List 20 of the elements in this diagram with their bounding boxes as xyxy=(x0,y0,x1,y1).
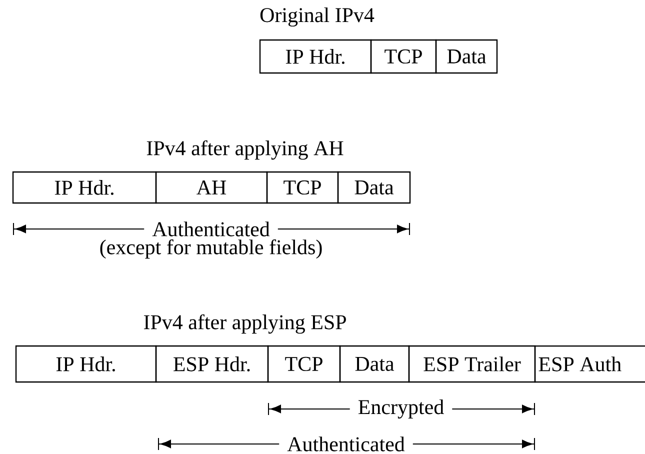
field-cell: ESP Trailer xyxy=(408,345,536,383)
span-label: Authenticated xyxy=(144,220,278,238)
field-cell: IP Hdr. xyxy=(15,345,157,383)
field-cell: IP Hdr. xyxy=(259,39,372,74)
packet-title: IPv4 after applying ESP xyxy=(144,314,346,334)
field-cell: TCP xyxy=(267,345,341,383)
span-note: (except for mutable fields) xyxy=(100,239,322,259)
field-cell: ESP Auth xyxy=(534,345,645,383)
field-cell: TCP xyxy=(266,171,339,204)
span-label: Encrypted xyxy=(350,398,452,420)
field-cell: Data xyxy=(435,39,498,74)
field-cell: Data xyxy=(339,345,410,383)
packet-title: IPv4 after applying AH xyxy=(146,140,344,160)
span-label: Authenticated xyxy=(279,436,413,452)
field-cell: IP Hdr. xyxy=(12,171,157,204)
field-cell: ESP Hdr. xyxy=(155,345,269,383)
field-cell: AH xyxy=(155,171,268,204)
field-cell: Data xyxy=(337,171,411,204)
field-cell: TCP xyxy=(370,39,437,74)
packet-title: Original IPv4 xyxy=(260,7,374,27)
